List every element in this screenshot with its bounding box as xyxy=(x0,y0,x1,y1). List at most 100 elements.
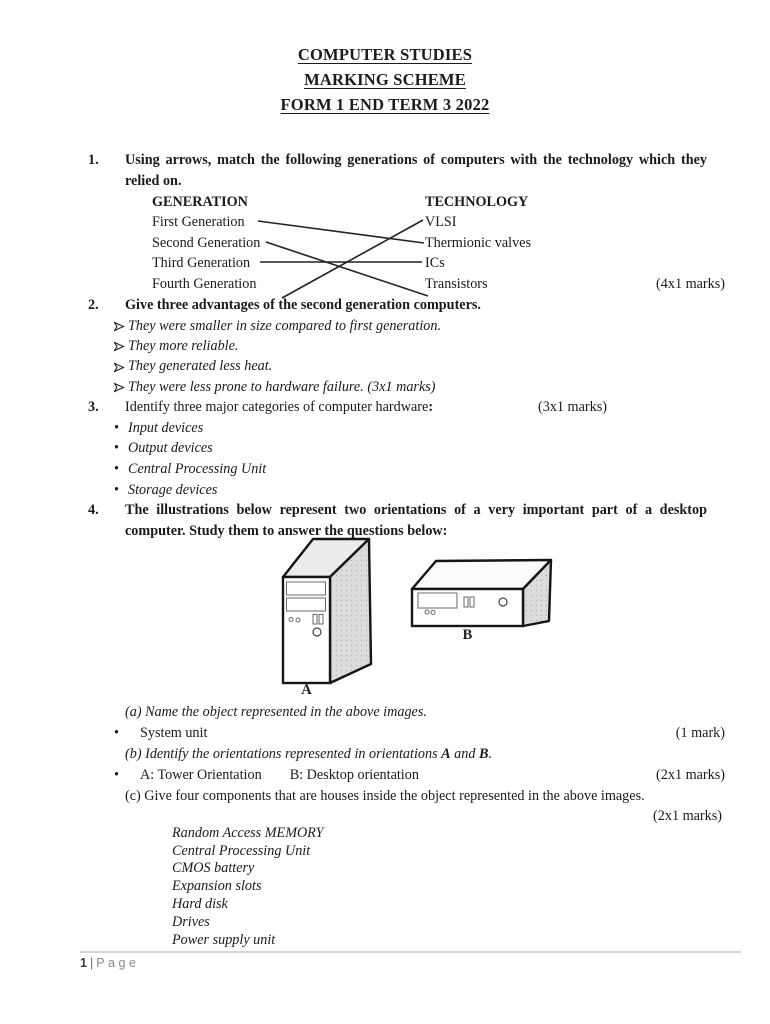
question-4c-text: (c) Give four components that are houses… xyxy=(125,786,707,807)
arrow-bullet-icon xyxy=(114,356,128,376)
answer-text: They were smaller in size compared to fi… xyxy=(128,318,442,334)
matching-header-row: GENERATION TECHNOLOGY xyxy=(88,192,770,212)
answer-item: They more reliable. xyxy=(114,336,707,356)
generation-header: GENERATION xyxy=(152,194,248,210)
answer-item: • Storage devices xyxy=(114,480,707,501)
technology-item: ICs xyxy=(425,255,445,272)
answer-text: Central Processing Unit xyxy=(128,461,267,477)
answer-item: They were smaller in size compared to fi… xyxy=(114,316,707,336)
spacer xyxy=(207,723,675,744)
question-3-marks: (3x1 marks) xyxy=(538,398,607,415)
question-4b-bold-a: A xyxy=(441,745,451,762)
document-title: COMPUTER STUDIES MARKING SCHEME FORM 1 E… xyxy=(0,0,770,117)
answer-item: • Input devices xyxy=(114,418,707,439)
question-3-text: Identify three major categories of compu… xyxy=(125,397,707,418)
question-2-answers: They were smaller in size compared to fi… xyxy=(114,316,707,397)
answer-text: They were less prone to hardware failure… xyxy=(128,378,436,395)
question-4b-body-pre: Identify the orientations represented in… xyxy=(145,745,438,762)
question-3: 3. Identify three major categories of co… xyxy=(0,397,770,500)
question-3-text-body: Identify three major categories of compu… xyxy=(125,398,429,415)
answer-item: They generated less heat. xyxy=(114,356,707,376)
dot-bullet-icon: • xyxy=(114,481,119,498)
question-4c-answers: Random Access MEMORY Central Processing … xyxy=(172,825,770,950)
question-4b-body-mid: and xyxy=(454,745,476,762)
question-4a-body: Name the object represented in the above… xyxy=(145,703,427,720)
generation-item: Second Generation xyxy=(152,234,261,251)
question-1-text: Using arrows, match the following genera… xyxy=(125,152,707,189)
arrow-bullet-icon xyxy=(114,336,128,356)
question-4a-answer: System unit xyxy=(140,724,208,741)
technology-item: Thermionic valves xyxy=(425,234,531,251)
footer-separator: | xyxy=(89,956,94,970)
question-3-colon: : xyxy=(428,398,434,415)
component-item: Expansion slots xyxy=(172,878,262,895)
question-4b-answer-a: A: Tower Orientation xyxy=(140,766,262,783)
title-line-3: FORM 1 END TERM 3 2022 xyxy=(280,95,490,114)
dot-bullet-icon: • xyxy=(114,461,119,477)
question-4c-body: Give four components that are houses ins… xyxy=(144,787,645,804)
answer-item: • Output devices xyxy=(114,438,707,459)
technology-header: TECHNOLOGY xyxy=(425,194,529,210)
system-unit-illustrations xyxy=(281,537,553,684)
question-2: 2. Give three advantages of the second g… xyxy=(0,295,770,397)
dot-bullet-icon: • xyxy=(114,440,119,457)
answer-text: They more reliable. xyxy=(128,338,239,355)
title-line-1: COMPUTER STUDIES xyxy=(297,45,473,64)
desktop-unit-illustration xyxy=(410,558,553,627)
question-2-text-row: 2. Give three advantages of the second g… xyxy=(88,295,707,316)
dot-bullet-icon: • xyxy=(114,724,119,741)
technology-item: VLSI xyxy=(425,214,457,231)
component-item: Random Access MEMORY xyxy=(172,824,324,841)
title-line-2: MARKING SCHEME xyxy=(304,70,466,89)
spacer xyxy=(262,765,290,786)
answer-text: They generated less heat. xyxy=(128,358,273,375)
dot-bullet-icon: • xyxy=(114,419,119,436)
arrow-bullet-icon xyxy=(114,316,128,336)
answer-item: • Central Processing Unit xyxy=(114,459,707,480)
question-4-text: The illustrations below represent two or… xyxy=(125,502,707,539)
question-1: 1. Using arrows, match the following gen… xyxy=(0,150,770,299)
page-footer: 1|Page xyxy=(80,951,741,970)
technology-item: Transistors xyxy=(425,275,488,292)
question-3-text-row: 3. Identify three major categories of co… xyxy=(88,397,707,418)
question-1-number: 1. xyxy=(88,152,99,168)
question-4b-answer-row: • A: Tower Orientation B: Desktop orient… xyxy=(114,765,725,786)
question-4a-label: (a) xyxy=(125,703,142,720)
matching-row-1: First Generation VLSI xyxy=(88,212,770,232)
footer-page-label: Page xyxy=(96,956,140,970)
matching-row-4: Fourth Generation Transistors (4x1 marks… xyxy=(88,274,770,294)
question-4a-marks: (1 mark) xyxy=(675,724,725,741)
system-unit-figure: A B xyxy=(0,537,770,702)
page-number: 1 xyxy=(80,956,87,970)
question-4c-label: (c) xyxy=(125,787,141,804)
question-4: 4. The illustrations below represent two… xyxy=(0,500,770,949)
component-item: Drives xyxy=(172,913,210,930)
question-4c-marks: (2x1 marks) xyxy=(653,807,722,824)
matching-row-3: Third Generation ICs xyxy=(88,253,770,273)
figure-label-a: A xyxy=(301,681,312,698)
question-3-number: 3. xyxy=(88,398,99,415)
question-4-text-row: 4. The illustrations below represent two… xyxy=(88,500,707,542)
answer-text: Output devices xyxy=(128,440,213,457)
matching-exercise: GENERATION TECHNOLOGY First Generation V… xyxy=(88,192,770,299)
question-4a-text: (a) Name the object represented in the a… xyxy=(125,702,707,723)
dot-bullet-icon: • xyxy=(114,766,119,783)
matching-row-2: Second Generation Thermionic valves xyxy=(88,233,770,253)
answer-item: They were less prone to hardware failure… xyxy=(114,377,707,397)
question-4a-answer-row: • System unit (1 mark) xyxy=(114,723,725,744)
question-4-number: 4. xyxy=(88,502,99,519)
arrow-bullet-icon xyxy=(114,377,128,397)
question-3-answers: • Input devices • Output devices • Centr… xyxy=(114,418,707,500)
question-4b-label: (b) xyxy=(125,745,142,762)
spacer xyxy=(419,765,656,786)
question-1-text-row: 1. Using arrows, match the following gen… xyxy=(88,150,707,192)
answer-text: Storage devices xyxy=(128,481,218,498)
generation-item: First Generation xyxy=(152,214,245,231)
question-1-marks: (4x1 marks) xyxy=(656,275,725,292)
question-4b-period: . xyxy=(488,745,493,762)
question-2-number: 2. xyxy=(88,297,99,313)
question-4c-marks-row: (2x1 marks) xyxy=(0,807,722,825)
figure-label-b: B xyxy=(462,626,473,643)
question-4b-text: (b) Identify the orientations represente… xyxy=(125,744,707,765)
